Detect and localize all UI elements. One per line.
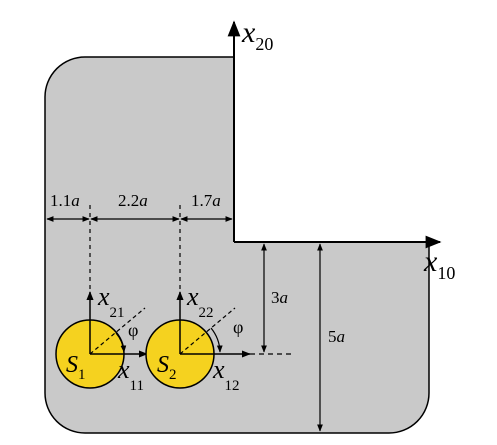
dimension-label-5a: 5a xyxy=(328,327,345,346)
s2-angle-arc xyxy=(210,327,223,353)
s1-phi-label: φ xyxy=(128,320,138,340)
x12-label: x12 xyxy=(212,355,240,394)
s2-direction-dashed-line xyxy=(179,307,236,355)
s1-label: S1 xyxy=(66,352,86,383)
dimension-label-3a: 3a xyxy=(271,288,288,307)
x21-label: x21 xyxy=(97,282,125,321)
x20-label: x20 xyxy=(241,16,273,54)
x11-label: x11 xyxy=(117,355,144,394)
dimension-label-1-7a: 1.7a xyxy=(191,191,221,210)
s2-phi-label: φ xyxy=(233,317,243,337)
s1-direction-dashed-line xyxy=(89,307,146,355)
s1-angle-arc xyxy=(115,332,127,353)
excluded-quadrant xyxy=(234,36,444,242)
x22-label: x22 xyxy=(186,282,214,321)
dimension-label-2-2a: 2.2a xyxy=(118,191,148,210)
dimension-label-1-1a: 1.1a xyxy=(50,191,80,210)
x10-label: x10 xyxy=(423,245,455,283)
s2-label: S2 xyxy=(157,352,177,383)
